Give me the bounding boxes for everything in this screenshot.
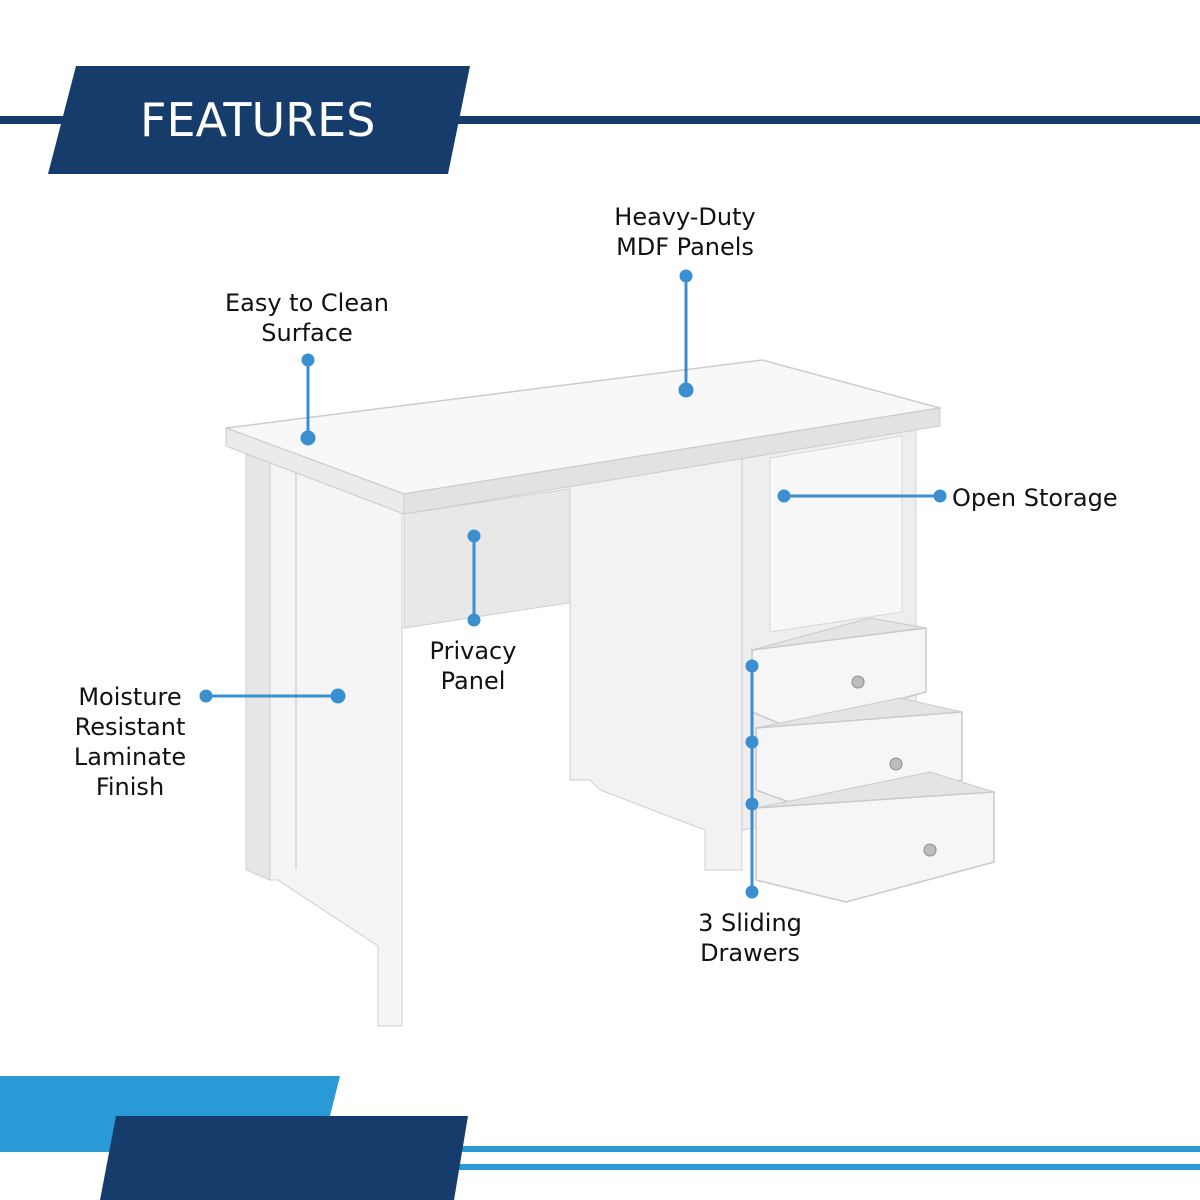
feature-label-line: Privacy (429, 637, 517, 665)
feature-label-easy-clean: Easy to Clean Surface (207, 288, 407, 348)
feature-label-line: Moisture (78, 683, 182, 711)
callout-dot (777, 489, 791, 503)
footer-navy-banner (100, 1116, 468, 1200)
feature-label-line: Heavy-Duty (614, 203, 756, 231)
drawer-3-front (755, 791, 995, 903)
feature-label-line: 3 Sliding (698, 909, 802, 937)
feature-label-line: Resistant (74, 713, 186, 741)
callout-dot (301, 353, 315, 367)
feature-label-line: Drawers (700, 939, 800, 967)
callout-dot (745, 659, 759, 673)
header-banner (48, 66, 470, 174)
feature-label-line: Finish (95, 773, 165, 801)
feature-label-line: Laminate (73, 743, 187, 771)
feature-label-sliding-drawers: 3 Sliding Drawers (660, 908, 840, 968)
callout-dot (199, 689, 213, 703)
feature-label-line: Easy to Clean (224, 289, 390, 317)
desktop-edge-side (403, 407, 941, 515)
callout-dot (745, 735, 759, 749)
page-title: FEATURES (140, 93, 376, 147)
feature-label-line: Surface (261, 319, 353, 347)
drawer-2-knob (889, 757, 903, 771)
callout-dot (679, 269, 693, 283)
callout-dot (330, 688, 346, 704)
feature-label-privacy-panel: Privacy Panel (393, 636, 553, 696)
drawer-1-knob (851, 675, 865, 689)
feature-label-mdf-panels: Heavy-Duty MDF Panels (585, 202, 785, 262)
open-storage-cavity (769, 435, 903, 633)
callout-dot (678, 382, 694, 398)
callout-dot (745, 797, 759, 811)
callouts (199, 269, 947, 899)
footer-line (0, 1146, 1200, 1152)
pedestal-front (569, 457, 743, 871)
callout-dot (745, 885, 759, 899)
feature-label-line: MDF Panels (616, 233, 754, 261)
callout-dot (467, 613, 481, 627)
feature-label-line: Open Storage (952, 484, 1118, 512)
left-leg-front (269, 451, 403, 1027)
feature-label-moisture-resistant: Moisture Resistant Laminate Finish (40, 682, 220, 802)
callout-dot (300, 430, 316, 446)
callout-dot (467, 529, 481, 543)
feature-label-line: Panel (440, 667, 506, 695)
drawer-3-knob (923, 843, 937, 857)
feature-label-open-storage: Open Storage (952, 483, 1152, 513)
footer-line-navy (440, 1164, 1200, 1170)
header-line (0, 116, 1200, 124)
left-leg-side (245, 447, 271, 881)
callout-dot (933, 489, 947, 503)
